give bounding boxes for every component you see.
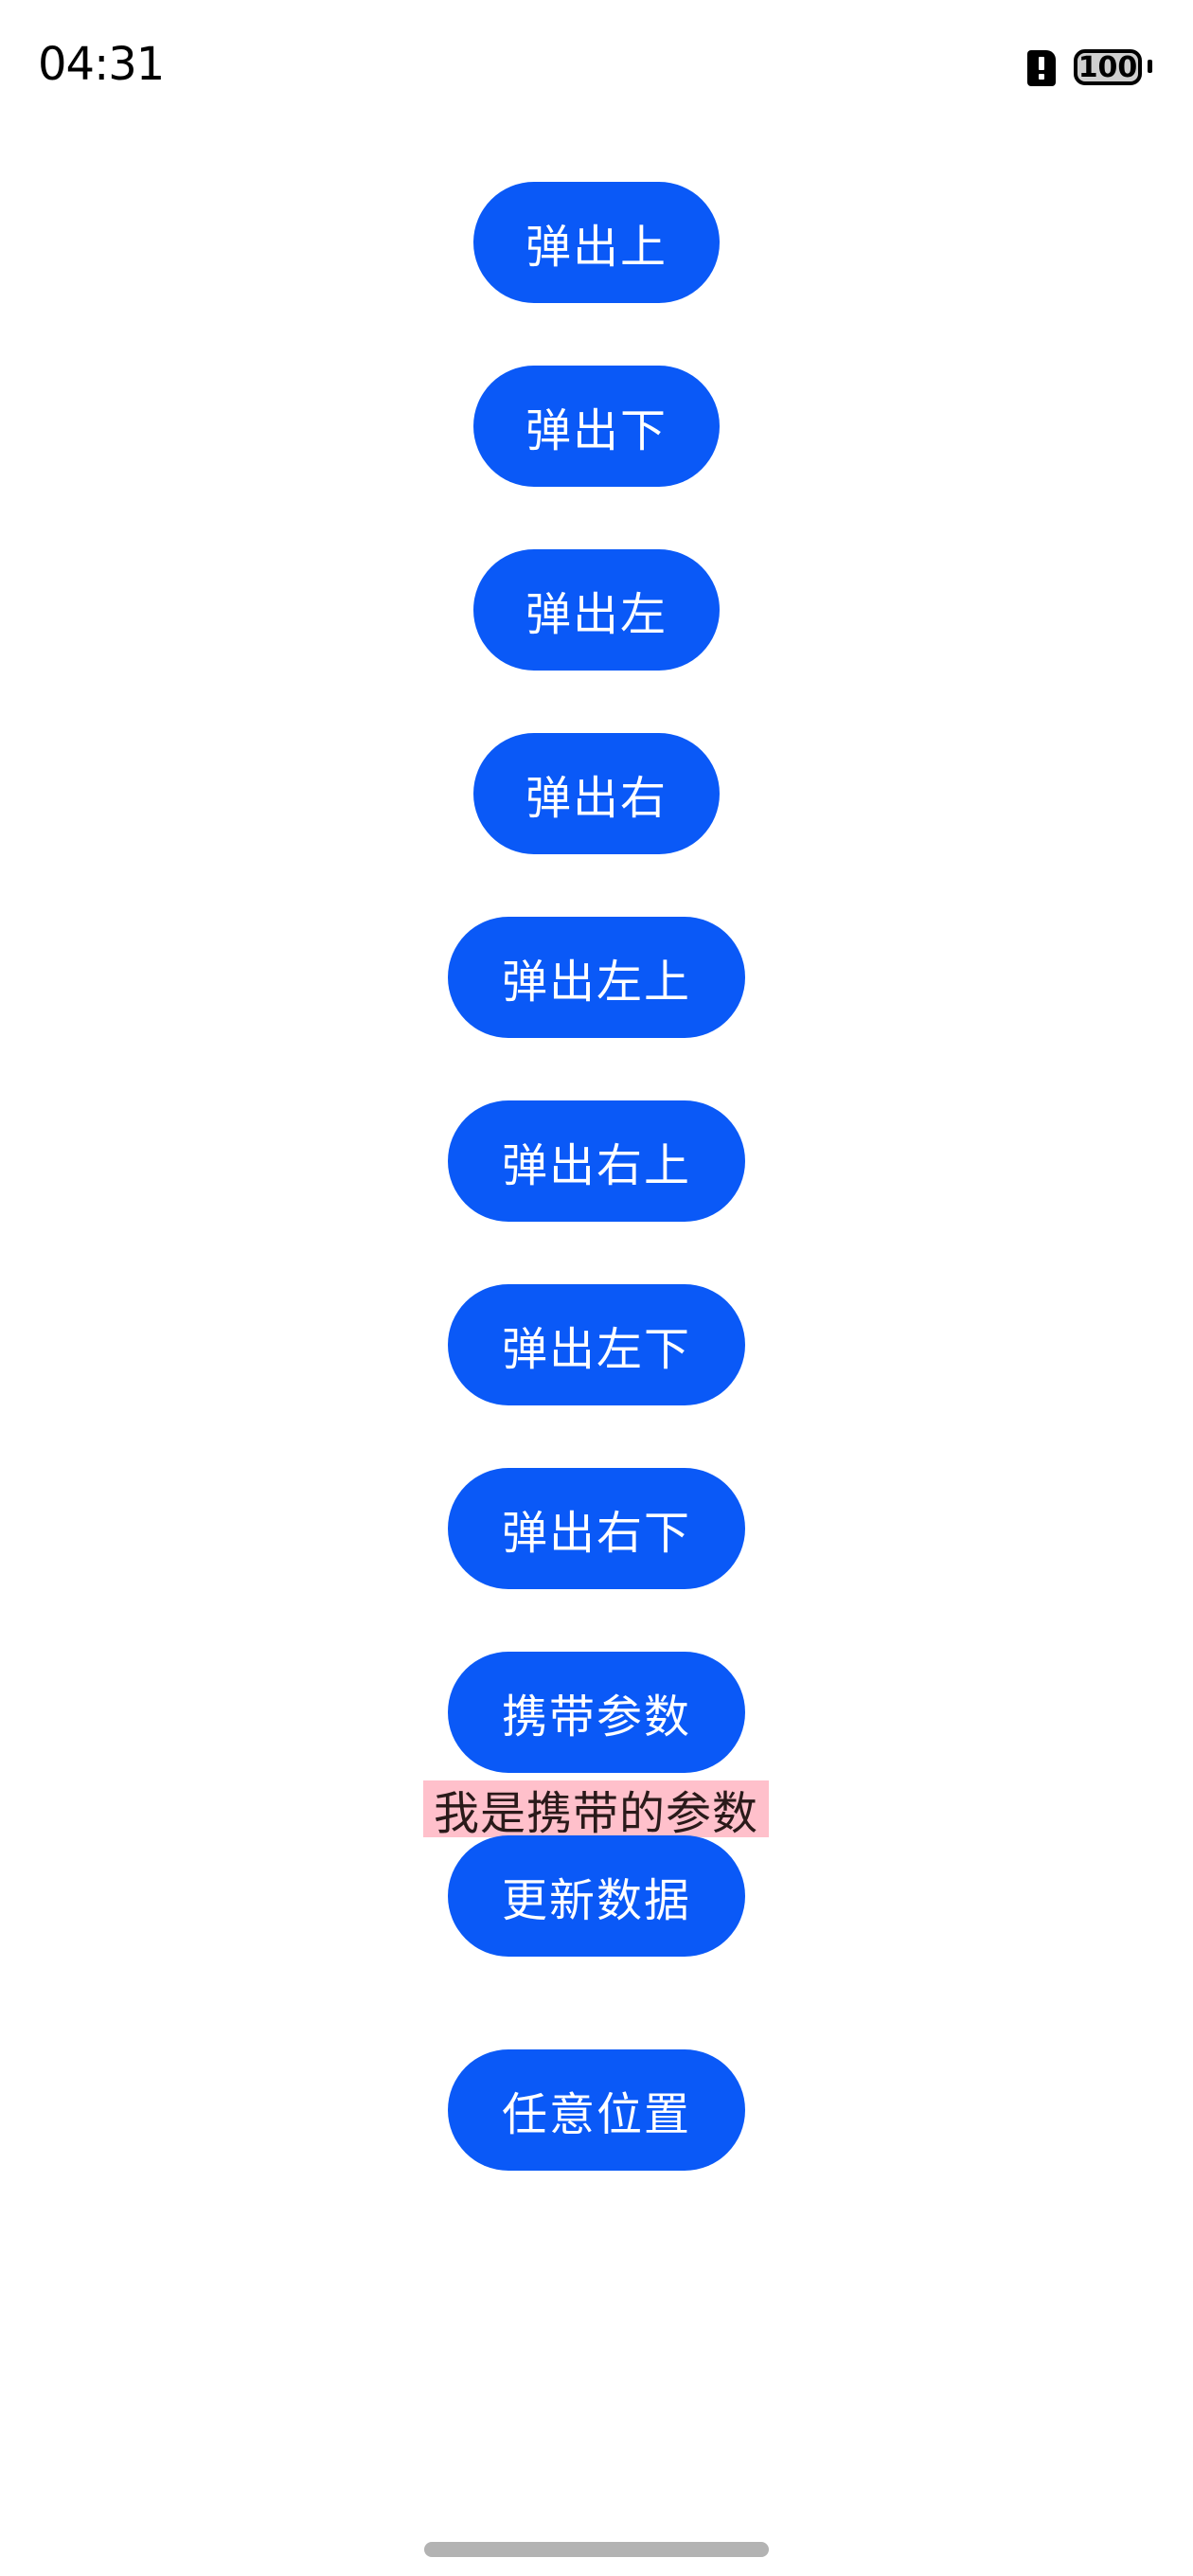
popup-right-button[interactable]: 弹出右	[473, 733, 720, 854]
battery-icon: 100	[1074, 49, 1142, 85]
popup-top-left-button[interactable]: 弹出左上	[448, 917, 745, 1038]
carry-params-button[interactable]: 携带参数	[448, 1652, 745, 1773]
update-data-button[interactable]: 更新数据	[448, 1835, 745, 1957]
popup-bottom-left-button[interactable]: 弹出左下	[448, 1284, 745, 1405]
popup-bottom-right-button[interactable]: 弹出右下	[448, 1468, 745, 1589]
any-position-button[interactable]: 任意位置	[448, 2049, 745, 2171]
popup-top-right-button[interactable]: 弹出右上	[448, 1100, 745, 1222]
carried-param-text: 我是携带的参数	[423, 1780, 769, 1840]
popup-top-button[interactable]: 弹出上	[473, 182, 720, 303]
popup-left-button[interactable]: 弹出左	[473, 549, 720, 671]
popup-bottom-button[interactable]: 弹出下	[473, 366, 720, 487]
home-indicator[interactable]	[424, 2542, 769, 2557]
battery-tip-icon	[1148, 60, 1152, 73]
sim-alert-icon	[1027, 50, 1056, 86]
status-time: 04:31	[38, 38, 165, 91]
status-bar: 04:31 100	[0, 0, 1193, 133]
battery-level: 100	[1077, 50, 1138, 84]
